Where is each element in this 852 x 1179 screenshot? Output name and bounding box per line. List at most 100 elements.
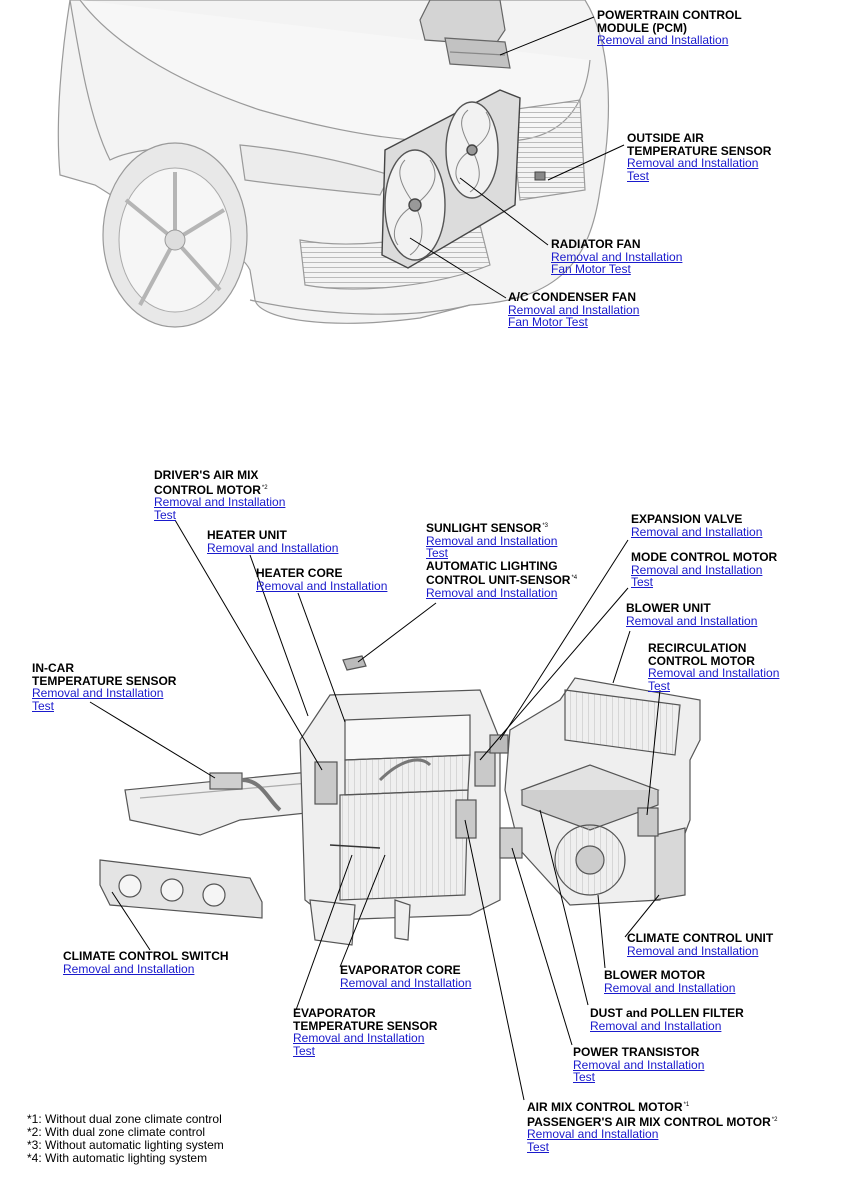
- blower-motor-removal-link[interactable]: Removal and Installation: [604, 980, 736, 995]
- radiator-fan-title: RADIATOR FAN: [551, 237, 641, 251]
- sunlight-sensor-test-link[interactable]: Test: [426, 546, 449, 560]
- mode-control-motor-test-link[interactable]: Test: [631, 575, 654, 589]
- callout-expansion-valve: EXPANSION VALVE Removal and Installation: [631, 513, 762, 538]
- climate-unit-removal-link[interactable]: Removal and Installation: [627, 943, 759, 958]
- recirculation-removal-link[interactable]: Removal and Installation: [648, 666, 780, 680]
- callout-ac-condenser-fan: A/C CONDENSER FAN Removal and Installati…: [508, 291, 639, 329]
- radiator-fan-assembly: [381, 89, 521, 269]
- callout-evaporator-core: EVAPORATOR CORE Removal and Installation: [340, 964, 471, 989]
- callout-recirculation-motor: RECIRCULATION CONTROL MOTOR Removal and …: [648, 642, 779, 692]
- callout-climate-control-unit: CLIMATE CONTROL UNIT Removal and Install…: [627, 932, 773, 957]
- footnote: *3: Without automatic lighting system: [27, 1138, 224, 1152]
- pcm-removal-link[interactable]: Removal and Installation: [597, 33, 729, 47]
- evaporator-temp-title-line2: TEMPERATURE SENSOR: [293, 1018, 438, 1033]
- side-grille: [509, 99, 586, 201]
- in-car-title-line2: TEMPERATURE SENSOR: [32, 673, 177, 688]
- callout-drivers-air-mix-motor: DRIVER'S AIR MIX CONTROL MOTOR*2 Removal…: [154, 469, 285, 521]
- leader-lines-top: [409, 16, 625, 299]
- air-mix-removal-link[interactable]: Removal and Installation: [527, 1127, 659, 1141]
- sunlight-sensor-part: [342, 655, 367, 671]
- air-mix-test-link[interactable]: Test: [527, 1139, 550, 1154]
- dust-filter-removal-link[interactable]: Removal and Installation: [590, 1018, 722, 1033]
- evaporator-temp-title-line1: EVAPORATOR: [293, 1006, 376, 1020]
- recirculation-title-line1: RECIRCULATION: [648, 641, 747, 655]
- pcm-module: [419, 0, 511, 69]
- expansion-valve-title: EXPANSION VALVE: [631, 512, 743, 526]
- outside-air-test-link[interactable]: Test: [627, 168, 650, 183]
- leader-lines-bottom: [89, 519, 661, 1101]
- evaporator-temp-removal-link[interactable]: Removal and Installation: [293, 1031, 425, 1045]
- blower-unit-removal-link[interactable]: Removal and Installation: [626, 613, 758, 628]
- power-transistor-removal-link[interactable]: Removal and Installation: [573, 1057, 705, 1072]
- callout-power-transistor: POWER TRANSISTOR Removal and Installatio…: [573, 1046, 704, 1084]
- evaporator-core-part: [339, 789, 469, 901]
- lower-lip: [249, 299, 471, 315]
- hvac-assembly-illustration: [99, 655, 701, 946]
- evaporator-core-removal-link[interactable]: Removal and Installation: [340, 975, 472, 990]
- callout-mode-control-motor: MODE CONTROL MOTOR Removal and Installat…: [631, 551, 777, 589]
- drivers-air-mix-test-link[interactable]: Test: [154, 507, 177, 522]
- footnotes: *1: Without dual zone climate control *2…: [27, 1113, 224, 1165]
- heater-unit-title: HEATER UNIT: [207, 528, 287, 542]
- callout-evaporator-temp-sensor: EVAPORATOR TEMPERATURE SENSOR Removal an…: [293, 1007, 437, 1057]
- auto-lighting-removal-link[interactable]: Removal and Installation: [426, 585, 558, 600]
- note-marker: *3: [542, 523, 549, 529]
- note-marker: *1: [683, 1102, 690, 1108]
- air-mix-title-line2: PASSENGER'S AIR MIX CONTROL MOTOR*2: [527, 1114, 778, 1129]
- note-marker: *2: [771, 1116, 778, 1123]
- in-car-test-link[interactable]: Test: [32, 698, 55, 713]
- climate-switch-removal-link[interactable]: Removal and Installation: [63, 961, 195, 976]
- blower-unit-title: BLOWER UNIT: [626, 601, 711, 615]
- sunlight-sensor-title: SUNLIGHT SENSOR*3: [426, 521, 549, 535]
- callout-air-mix-motor: AIR MIX CONTROL MOTOR*1 PASSENGER'S AIR …: [527, 1099, 777, 1153]
- evaporator-core-title: EVAPORATOR CORE: [340, 963, 461, 977]
- recirculation-title-line2: CONTROL MOTOR: [648, 653, 755, 668]
- mode-control-motor-removal-link[interactable]: Removal and Installation: [631, 562, 763, 577]
- front-wheel: [102, 142, 248, 328]
- callout-pcm: POWERTRAIN CONTROL MODULE (PCM) Removal …: [597, 9, 742, 47]
- heater-core-removal-link[interactable]: Removal and Installation: [256, 578, 388, 593]
- in-car-sensor-part: [209, 772, 243, 790]
- blower-motor-title: BLOWER MOTOR: [604, 968, 706, 982]
- footnote: *4: With automatic lighting system: [27, 1151, 208, 1165]
- note-marker: *2: [261, 484, 268, 491]
- callout-radiator-fan: RADIATOR FAN Removal and Installation Fa…: [551, 238, 682, 276]
- outside-air-sensor-part: [534, 171, 546, 181]
- in-car-title-line1: IN-CAR: [32, 661, 74, 675]
- ac-condenser-fan-motor-test-link[interactable]: Fan Motor Test: [508, 315, 588, 329]
- auto-lighting-title-line2: CONTROL UNIT-SENSOR*4: [426, 573, 578, 587]
- power-transistor-title: POWER TRANSISTOR: [573, 1045, 700, 1059]
- outside-air-removal-link[interactable]: Removal and Installation: [627, 156, 759, 170]
- climate-switch-title: CLIMATE CONTROL SWITCH: [63, 949, 229, 963]
- sunlight-sensor-removal-link[interactable]: Removal and Installation: [426, 533, 558, 548]
- callout-dust-pollen-filter: DUST and POLLEN FILTER Removal and Insta…: [590, 1007, 744, 1032]
- recirculation-test-link[interactable]: Test: [648, 678, 671, 693]
- callout-in-car-sensor: IN-CAR TEMPERATURE SENSOR Removal and In…: [32, 662, 176, 712]
- callout-blower-unit: BLOWER UNIT Removal and Installation: [626, 602, 757, 627]
- callout-outside-air-sensor: OUTSIDE AIR TEMPERATURE SENSOR Removal a…: [627, 132, 771, 182]
- outside-air-title-line1: OUTSIDE AIR: [627, 131, 704, 145]
- pcm-title-line2: MODULE (PCM): [597, 20, 687, 35]
- expansion-valve-removal-link[interactable]: Removal and Installation: [631, 524, 763, 539]
- callout-sunlight-sensor: SUNLIGHT SENSOR*3 Removal and Installati…: [426, 520, 577, 599]
- climate-control-unit-part: [654, 827, 686, 901]
- callout-blower-motor: BLOWER MOTOR Removal and Installation: [604, 969, 735, 994]
- drivers-air-mix-title-line2: CONTROL MOTOR*2: [154, 482, 268, 497]
- heater-core-title: HEATER CORE: [256, 566, 343, 580]
- power-transistor-test-link[interactable]: Test: [573, 1070, 596, 1084]
- in-car-removal-link[interactable]: Removal and Installation: [32, 686, 164, 700]
- footnote: *1: Without dual zone climate control: [27, 1112, 222, 1126]
- evaporator-temp-test-link[interactable]: Test: [293, 1043, 316, 1058]
- callout-climate-control-switch: CLIMATE CONTROL SWITCH Removal and Insta…: [63, 950, 229, 975]
- ac-condenser-fan-title: A/C CONDENSER FAN: [508, 290, 637, 304]
- mode-control-motor-title: MODE CONTROL MOTOR: [631, 550, 778, 564]
- drivers-air-mix-title-line1: DRIVER'S AIR MIX: [154, 468, 259, 482]
- dust-filter-title: DUST and POLLEN FILTER: [590, 1006, 744, 1020]
- note-marker: *4: [571, 575, 578, 581]
- outside-air-title-line2: TEMPERATURE SENSOR: [627, 143, 772, 158]
- radiator-fan-removal-link[interactable]: Removal and Installation: [551, 249, 683, 264]
- drivers-air-mix-removal-link[interactable]: Removal and Installation: [154, 495, 286, 509]
- ac-condenser-fan-removal-link[interactable]: Removal and Installation: [508, 302, 640, 317]
- heater-unit-removal-link[interactable]: Removal and Installation: [207, 540, 339, 555]
- radiator-fan-motor-test-link[interactable]: Fan Motor Test: [551, 262, 631, 276]
